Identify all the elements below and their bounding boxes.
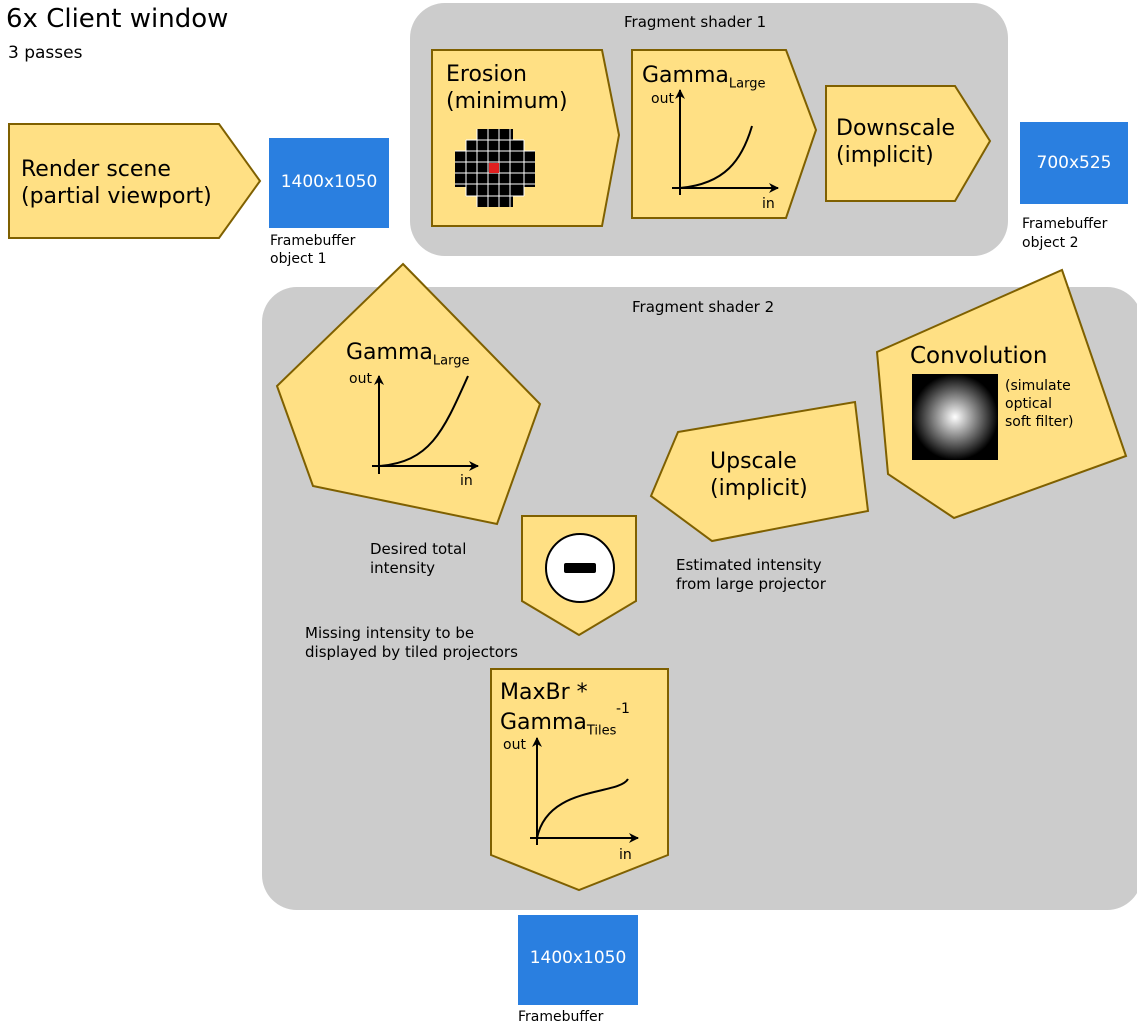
framebuffer-object-2 [1020, 122, 1128, 204]
fbo1-caption: Framebuffer object 1 [270, 233, 356, 267]
soft-filter-glow [912, 374, 998, 460]
gamma-large-2-label: GammaLarge [346, 340, 470, 369]
desired-intensity-label: Desired total intensity [370, 540, 467, 577]
gamma-large-1-label: GammaLarge [642, 63, 766, 92]
fragment-shader-1-label: Fragment shader 1 [624, 13, 767, 31]
render-scene-label: Render scene (partial viewport) [21, 157, 212, 209]
fb-final-size: 1400x1050 [529, 948, 627, 968]
estimated-intensity-label: Estimated intensity from large projector [676, 556, 826, 593]
missing-intensity-label: Missing intensity to be displayed by til… [305, 624, 518, 661]
erosion-center-pixel [489, 163, 499, 173]
diagram-subtitle: 3 passes [8, 43, 83, 63]
gamma-2-in-label: in [460, 473, 473, 489]
maxbr-out-label: out [503, 737, 526, 753]
fbo1-size: 1400x1050 [280, 172, 378, 192]
gamma-1-in-label: in [762, 196, 775, 212]
fbo2-size: 700x525 [1036, 153, 1112, 173]
maxbr-in-label: in [619, 847, 632, 863]
maxbr-label: MaxBr * [500, 680, 588, 705]
gamma-large-plot-1 [672, 89, 779, 195]
fragment-shader-2-label: Fragment shader 2 [632, 298, 775, 316]
convolution-note: (simulate optical soft filter) [1005, 378, 1074, 430]
gamma-large-node-2 [275, 262, 542, 526]
erosion-label: Erosion (minimum) [446, 62, 568, 114]
downscale-node [825, 85, 992, 202]
fb-final-caption: Framebuffer [518, 1009, 604, 1025]
framebuffer-final [518, 915, 638, 1005]
upscale-node [649, 400, 870, 543]
fbo2-caption: Framebuffer object 2 [1022, 216, 1108, 251]
minus-icon [564, 563, 596, 573]
framebuffer-object-1 [269, 138, 389, 228]
upscale-label: Upscale (implicit) [710, 449, 808, 501]
diagram-title: 6x Client window [6, 4, 229, 34]
gamma-tiles-plot [530, 737, 639, 845]
erosion-kernel-icon [455, 129, 535, 207]
gamma-2-out-label: out [349, 371, 372, 387]
gamma-tiles-inverse-exponent: -1 [616, 701, 630, 717]
convolution-label: Convolution [910, 343, 1048, 369]
gamma-tiles-label: GammaTiles [500, 710, 617, 739]
gamma-1-out-label: out [651, 91, 674, 107]
maxbr-gamma-tiles-node [490, 668, 669, 892]
render-scene-node [8, 123, 262, 239]
gamma-large-plot-2 [372, 375, 479, 474]
downscale-label: Downscale (implicit) [836, 116, 956, 168]
